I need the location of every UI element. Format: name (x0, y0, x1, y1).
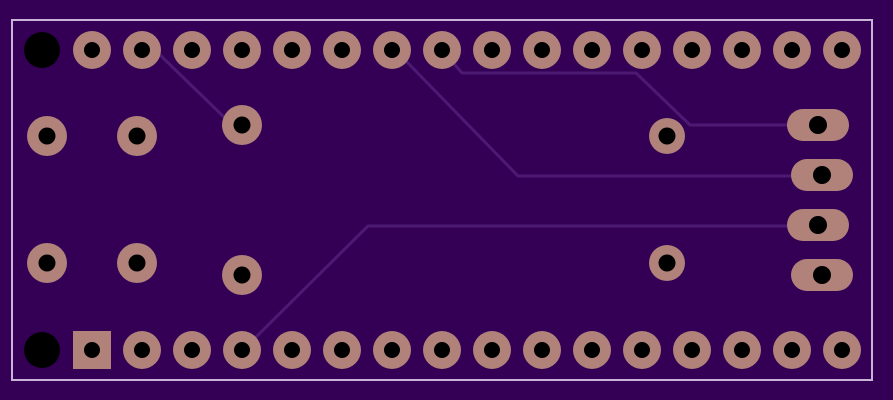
header-top-pin-14-drill (734, 42, 750, 58)
component-pad-6 (222, 255, 262, 295)
header-bottom-pin-7-drill (384, 342, 400, 358)
header-top-pin-14 (723, 31, 761, 69)
component-pad-7-drill (658, 127, 676, 145)
header-top-pin-10-drill (534, 42, 550, 58)
header-top-pin-13 (673, 31, 711, 69)
header-bottom-pin-16 (823, 331, 861, 369)
header-bottom-pin-2-drill (134, 342, 150, 358)
header-top-pin-6-drill (334, 42, 350, 58)
header-top-pin-12-drill (634, 42, 650, 58)
header-top-pin-3-drill (184, 42, 200, 58)
header-top-pin-13-drill (684, 42, 700, 58)
header-bottom-pin-3 (173, 331, 211, 369)
board-outline (11, 19, 873, 381)
header-bottom-pin-9 (473, 331, 511, 369)
connector-right-pin-4-drill (813, 266, 831, 284)
header-bottom-pin-13-drill (684, 342, 700, 358)
header-top-pin-8 (423, 31, 461, 69)
component-pad-7 (649, 118, 685, 154)
header-top-pin-6 (323, 31, 361, 69)
header-bottom-pin-6-drill (334, 342, 350, 358)
header-bottom-pin-11 (573, 331, 611, 369)
header-bottom-pin-14-drill (734, 342, 750, 358)
header-top-pin-7-drill (384, 42, 400, 58)
header-bottom-pin-15 (773, 331, 811, 369)
header-top-pin-9-drill (484, 42, 500, 58)
component-pad-4-drill (128, 254, 146, 272)
pad-layer (27, 31, 861, 369)
header-bottom-pin-7 (373, 331, 411, 369)
header-top-pin-15-drill (784, 42, 800, 58)
header-top-pin-1-drill (84, 42, 100, 58)
component-pad-6-drill (233, 266, 251, 284)
header-bottom-pin-12-drill (634, 342, 650, 358)
header-top-pin-1 (73, 31, 111, 69)
header-bottom-pin-3-drill (184, 342, 200, 358)
header-bottom-pin-8-drill (434, 342, 450, 358)
header-bottom-pin-8 (423, 331, 461, 369)
header-bottom-pin-1 (73, 331, 111, 369)
header-bottom-pin-5-drill (284, 342, 300, 358)
header-bottom-pin-13 (673, 331, 711, 369)
header-bottom-pin-12 (623, 331, 661, 369)
component-pad-3-drill (38, 254, 56, 272)
header-top-pin-4 (223, 31, 261, 69)
header-top-pin-10 (523, 31, 561, 69)
header-top-pin-8-drill (434, 42, 450, 58)
header-bottom-pin-11-drill (584, 342, 600, 358)
header-top-pin-4-drill (234, 42, 250, 58)
connector-right-pin-2-drill (813, 166, 831, 184)
header-top-pin-2 (123, 31, 161, 69)
component-pad-5 (222, 105, 262, 145)
header-top-pin-12 (623, 31, 661, 69)
header-top-pin-11-drill (584, 42, 600, 58)
header-bottom-pin-16-drill (834, 342, 850, 358)
connector-right-pin-3 (787, 209, 849, 241)
header-top-pin-11 (573, 31, 611, 69)
component-pad-8 (649, 245, 685, 281)
header-top-pin-16 (823, 31, 861, 69)
component-pad-5-drill (233, 116, 251, 134)
component-pad-2 (117, 116, 157, 156)
component-pad-3 (27, 243, 67, 283)
component-pad-1 (27, 116, 67, 156)
header-top-pin-15 (773, 31, 811, 69)
header-top-pin-3 (173, 31, 211, 69)
component-pad-2-drill (128, 127, 146, 145)
connector-right-pin-1 (787, 109, 849, 141)
connector-right-pin-2 (791, 159, 853, 191)
mounting-hole-3 (24, 332, 60, 368)
header-bottom-pin-9-drill (484, 342, 500, 358)
header-bottom-pin-10-drill (534, 342, 550, 358)
connector-right-pin-4 (791, 259, 853, 291)
component-pad-4 (117, 243, 157, 283)
trace-4 (253, 224, 807, 340)
header-top-pin-16-drill (834, 42, 850, 58)
header-bottom-pin-6 (323, 331, 361, 369)
mounting-hole-1 (24, 32, 60, 68)
header-bottom-pin-4 (223, 331, 261, 369)
trace-1 (158, 53, 227, 120)
connector-right-pin-1-drill (809, 116, 827, 134)
header-top-pin-5 (273, 31, 311, 69)
header-bottom-pin-1-drill (84, 342, 100, 358)
header-top-pin-5-drill (284, 42, 300, 58)
trace-3 (453, 63, 802, 127)
header-bottom-pin-15-drill (784, 342, 800, 358)
component-pad-8-drill (658, 254, 676, 272)
header-bottom-pin-5 (273, 331, 311, 369)
component-pad-1-drill (38, 127, 56, 145)
header-top-pin-2-drill (134, 42, 150, 58)
header-bottom-pin-10 (523, 331, 561, 369)
header-top-pin-7 (373, 31, 411, 69)
header-bottom-pin-14 (723, 331, 761, 369)
trace-2 (403, 58, 807, 178)
trace-layer (158, 53, 807, 340)
header-bottom-pin-4-drill (234, 342, 250, 358)
connector-right-pin-3-drill (809, 216, 827, 234)
header-top-pin-9 (473, 31, 511, 69)
header-bottom-pin-2 (123, 331, 161, 369)
